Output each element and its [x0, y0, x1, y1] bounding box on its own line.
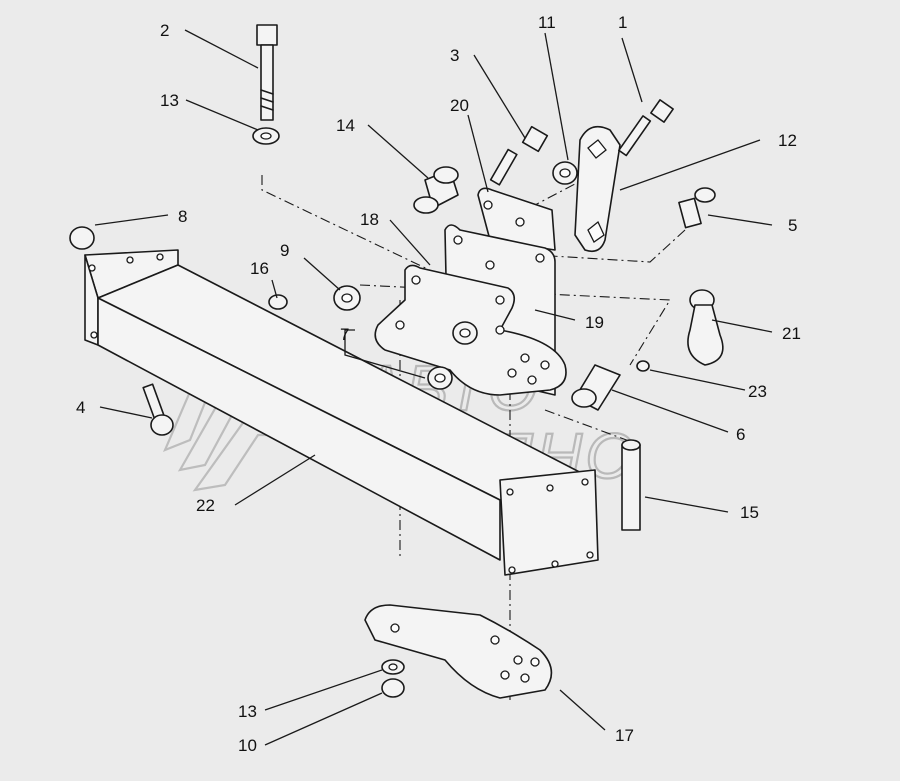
callout-22: 22 — [196, 496, 215, 515]
pin-15 — [621, 439, 641, 531]
callout-13-top: 13 — [160, 91, 179, 110]
callout-19: 19 — [585, 313, 604, 332]
callout-9: 9 — [280, 241, 289, 260]
nut-10 — [381, 678, 405, 698]
bolt-4 — [142, 383, 174, 436]
bolt-2 — [256, 24, 278, 121]
callout-17: 17 — [615, 726, 634, 745]
pin-6 — [571, 364, 621, 411]
beam-22 — [84, 249, 599, 576]
callout-20: 20 — [450, 96, 469, 115]
callout-1: 1 — [618, 13, 627, 32]
nut-11 — [552, 161, 578, 185]
callout-7: 7 — [340, 325, 349, 344]
callout-18: 18 — [360, 210, 379, 229]
center-line-bolt2 — [261, 175, 441, 276]
washer-13-top — [252, 127, 280, 145]
nut-8 — [69, 226, 95, 250]
bolt-3 — [489, 125, 549, 186]
handle-21 — [687, 289, 724, 366]
callout-16: 16 — [250, 259, 269, 278]
callout-5: 5 — [788, 216, 797, 235]
callout-11: 11 — [538, 13, 556, 32]
callout-10: 10 — [238, 736, 257, 755]
callout-4: 4 — [76, 398, 85, 417]
leader-lines — [94, 29, 773, 746]
callout-2: 2 — [160, 21, 169, 40]
nut-16 — [268, 294, 288, 310]
callout-13-bottom: 13 — [238, 702, 257, 721]
bolt-1 — [618, 99, 674, 157]
callout-21: 21 — [782, 324, 801, 343]
callout-14: 14 — [336, 116, 355, 135]
callout-8: 8 — [178, 207, 187, 226]
plate-17 — [364, 604, 553, 699]
center-line-bolt5 — [534, 229, 686, 263]
callout-3: 3 — [450, 46, 459, 65]
callout-12: 12 — [778, 131, 797, 150]
callout-23: 23 — [748, 382, 767, 401]
callouts: 1 2 3 4 5 6 7 8 9 10 11 12 13 13 14 15 1… — [76, 13, 801, 755]
callout-15: 15 — [740, 503, 759, 522]
callout-6: 6 — [736, 425, 745, 444]
washer-13-bottom — [381, 659, 405, 675]
bushing-14 — [413, 166, 459, 214]
screw-5 — [678, 187, 716, 229]
nut-7 — [427, 321, 478, 390]
center-line-pin — [544, 409, 641, 446]
nipple-23 — [636, 360, 650, 372]
link-12 — [574, 125, 621, 253]
nut-9 — [333, 285, 361, 311]
